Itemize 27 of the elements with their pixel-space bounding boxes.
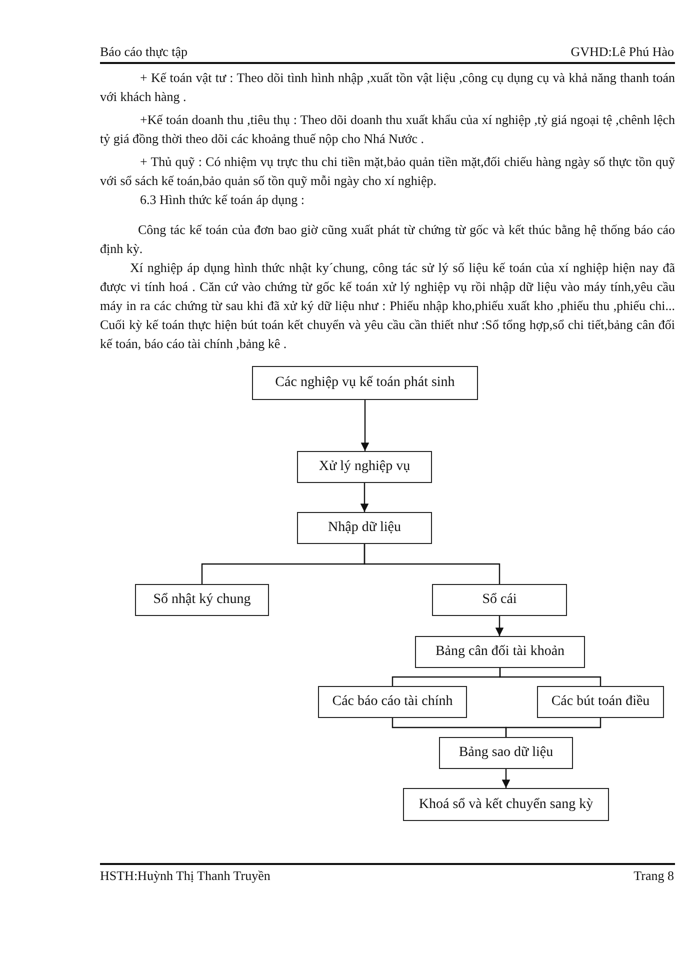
paragraph: + Kế toán vật tư : Theo dõi tình hình nhập ,xuất tồn vật liệu ,công cụ dụng cụ và khả năng thanh toán với khách hàng . (100, 69, 675, 106)
process-box: Các báo cáo tài chính (318, 686, 467, 718)
process-box: Sổ nhật ký chung (135, 584, 269, 616)
page-header: GVHD:Lê Phú Hào (570, 43, 674, 61)
process-box: Bảng cân đối tài khoản (415, 636, 585, 668)
section-heading: 6.3 Hình thức kế toán áp dụng : (140, 191, 306, 209)
arrow (360, 400, 370, 451)
paragraph: Công tác kế toán của đơn bao giờ cũng xuất phát từ chứng từ gốc và kết thúc bằng hệ thống báo cáo định kỳ. (100, 221, 675, 258)
process-box: Các nghiệp vụ kế toán phát sinh (252, 366, 478, 400)
paragraph: Xí nghiệp áp dụng hình thức nhật ky´chung, công tác sử lý số liệu kế toán của xí nghiệp hiện nay đã được vi tính hoá . Căn cứ vào chứng từ gốc kế toán xử lý nghiệp vụ rồi nhập dữ liệu vào máy tính,yêu cầu máy in ra các chứng từ sau khi đã xử ký dữ liệu như : Phiếu nhập kho,phiếu xuất kho ,phiếu thu ,phiếu chi... Cuối kỳ kế toán thực hiện bút toán kết chuyển và yêu cầu cần thiết như :Sổ tổng hợp,sổ chi tiết,bảng cân đối kế toán, báo cáo tài chính ,bảng kê . (100, 259, 675, 353)
connector-line (505, 718, 602, 737)
process-box: Nhập dữ liệu (297, 512, 432, 544)
process-box: Sổ cái (432, 584, 567, 616)
paragraph: +Kế toán doanh thu ,tiêu thụ : Theo dõi doanh thu xuất khẩu của xí nghiệp ,tỷ giá ngoại tệ ,chênh lệch tỷ giá đồng thời theo dõi các khoảng thuế nộp cho Nhá Nước . (100, 111, 675, 148)
page-footer: HSTH:Huỳnh Thị Thanh Truyền (100, 866, 400, 885)
arrow (495, 616, 504, 636)
page-number: Trang 8 (632, 867, 674, 885)
connector-line (499, 668, 602, 686)
paragraph: + Thủ quỹ : Có nhiệm vụ trực thu chi tiền mặt,bảo quản tiền mặt,đối chiếu hàng ngày số thực tồn quỹ với sổ sách kế toán,bảo quản số tồn quỹ mỗi ngày cho xí nghiệp. (100, 153, 675, 190)
page-header: Báo cáo thực tập (100, 43, 189, 61)
process-box: Các bút toán điều (537, 686, 664, 718)
arrow (502, 769, 510, 788)
process-box: Xử lý nghiệp vụ (297, 451, 432, 483)
process-box: Khoá sổ và kết chuyển sang kỳ (403, 788, 609, 821)
arrow (360, 483, 369, 512)
connector-line (364, 544, 500, 584)
process-box: Bảng sao dữ liệu (439, 737, 573, 769)
